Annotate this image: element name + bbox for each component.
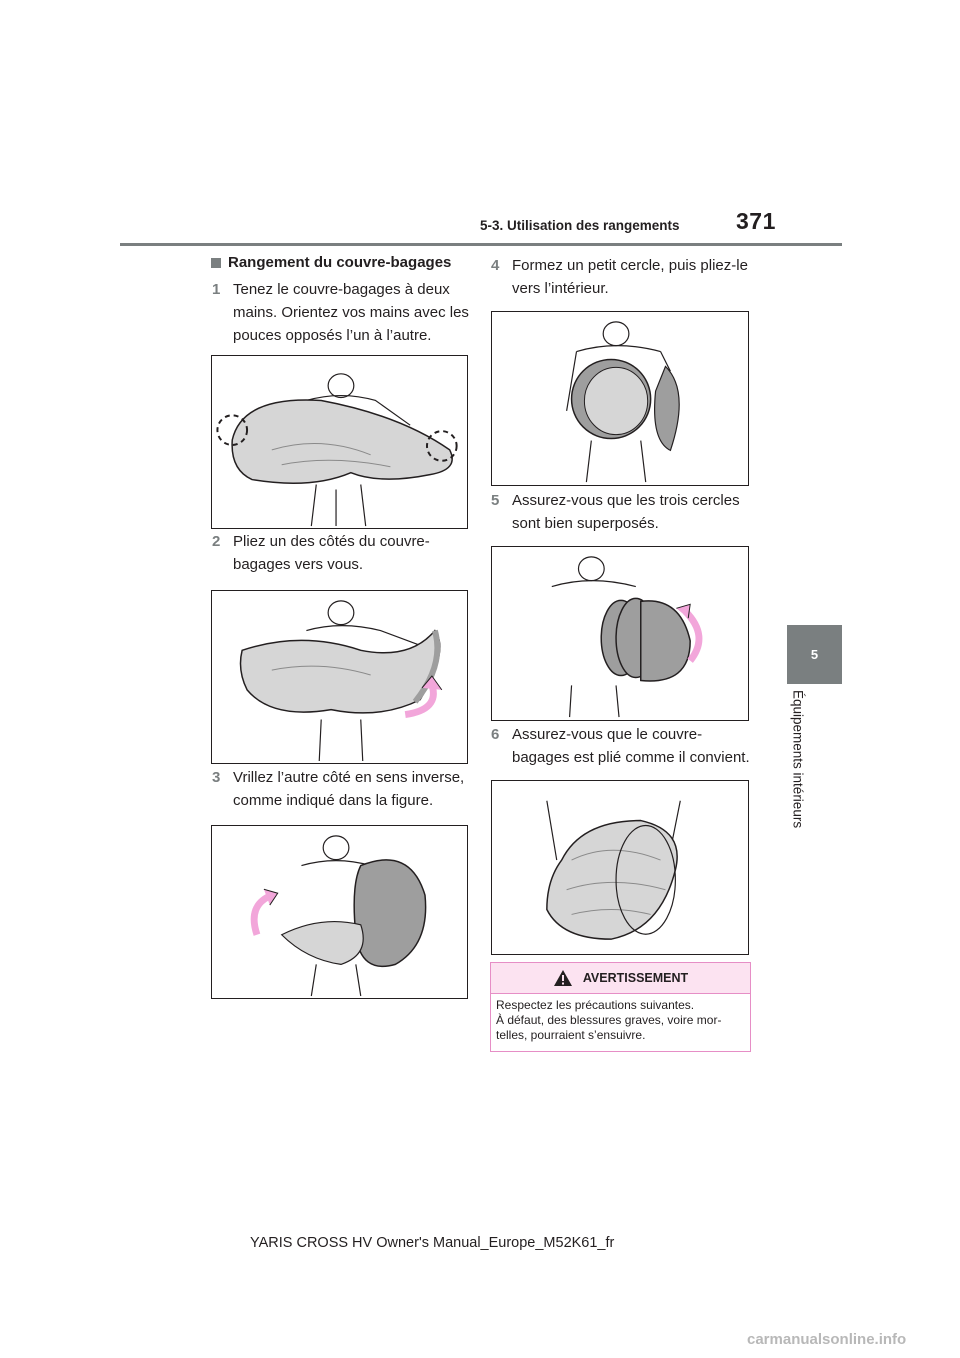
warning-text-line: telles, pourraient s’ensuivre. <box>496 1028 646 1042</box>
figure-step-6-folded-cover <box>491 780 749 955</box>
illustration-fold-cover-side <box>239 600 443 762</box>
warning-text-line: À défaut, des blessures graves, voire mo… <box>496 1013 722 1027</box>
square-bullet-icon <box>211 257 221 268</box>
step-number: 2 <box>212 533 221 550</box>
step-text-line: Tenez le couvre-bagages à deux <box>233 281 450 298</box>
step-number: 6 <box>491 726 500 743</box>
step-text-line: Assurez-vous que le couvre- <box>512 726 703 743</box>
illustration-folded-cover <box>546 800 681 940</box>
step-text-line: Pliez un des côtés du couvre- <box>233 533 430 550</box>
illustration-form-circle <box>566 321 680 483</box>
figure-step-3-twist-side <box>211 825 468 999</box>
figure-step-1-hold-cover <box>211 355 468 529</box>
warning-body: Respectez les précautions suivantes. À d… <box>491 994 750 1043</box>
step-1: 1 Tenez le couvre-bagages à deux mains. … <box>212 278 469 347</box>
illustration-overlap-circles <box>551 556 703 718</box>
step-text-line: mains. Orientez vos mains avec les <box>233 304 469 321</box>
figure-step-5-overlap-circles <box>491 546 749 721</box>
step-text-line: bagages vers vous. <box>233 556 364 573</box>
section-heading-text: Rangement du couvre-bagages <box>228 254 452 271</box>
step-number: 3 <box>212 769 221 786</box>
step-text-line: Assurez-vous que les trois cercles <box>512 492 740 509</box>
footer-manual-id: YARIS CROSS HV Owner's Manual_Europe_M52… <box>250 1235 615 1251</box>
step-5: 5 Assurez-vous que les trois cercles son… <box>491 489 740 535</box>
step-text-line: comme indiqué dans la figure. <box>233 792 434 809</box>
chapter-tab: 5 <box>787 625 842 684</box>
step-6: 6 Assurez-vous que le couvre- bagages es… <box>491 723 750 769</box>
header-divider <box>120 243 842 246</box>
chapter-side-label: Équipements intérieurs <box>787 690 809 840</box>
section-heading: Rangement du couvre-bagages <box>211 254 451 271</box>
illustration-person-holding-cover <box>216 373 458 527</box>
step-text-line: Formez un petit cercle, puis pliez-le <box>512 257 748 274</box>
step-text-line: sont bien superposés. <box>512 515 659 532</box>
warning-text-line: Respectez les précautions suivantes. <box>496 998 695 1012</box>
page-number: 371 <box>736 208 776 234</box>
step-4: 4 Formez un petit cercle, puis pliez-le … <box>491 254 748 300</box>
illustration-twist-cover <box>250 835 427 997</box>
header-section-title: 5-3. Utilisation des rangements <box>480 218 680 233</box>
step-number: 4 <box>491 257 500 274</box>
warning-box: AVERTISSEMENT Respectez les précautions … <box>490 962 751 1052</box>
figure-step-2-fold-side <box>211 590 468 764</box>
warning-triangle-icon <box>553 970 572 986</box>
warning-title: AVERTISSEMENT <box>582 971 689 985</box>
step-2: 2 Pliez un des côtés du couvre- bagages … <box>212 530 430 576</box>
step-text-line: pouces opposés l’un à l’autre. <box>233 327 432 344</box>
step-text-line: bagages est plié comme il convient. <box>512 749 750 766</box>
step-3: 3 Vrillez l’autre côté en sens inverse, … <box>212 766 464 812</box>
step-text-line: vers l’intérieur. <box>512 280 609 297</box>
chapter-number: 5 <box>810 647 819 662</box>
chapter-title: Équipements intérieurs <box>790 690 806 829</box>
step-number: 1 <box>212 281 221 298</box>
figure-step-4-form-circle <box>491 311 749 486</box>
warning-header: AVERTISSEMENT <box>491 963 750 994</box>
step-text-line: Vrillez l’autre côté en sens inverse, <box>233 769 465 786</box>
watermark: carmanualsonline.info <box>747 1331 907 1348</box>
step-number: 5 <box>491 492 500 509</box>
